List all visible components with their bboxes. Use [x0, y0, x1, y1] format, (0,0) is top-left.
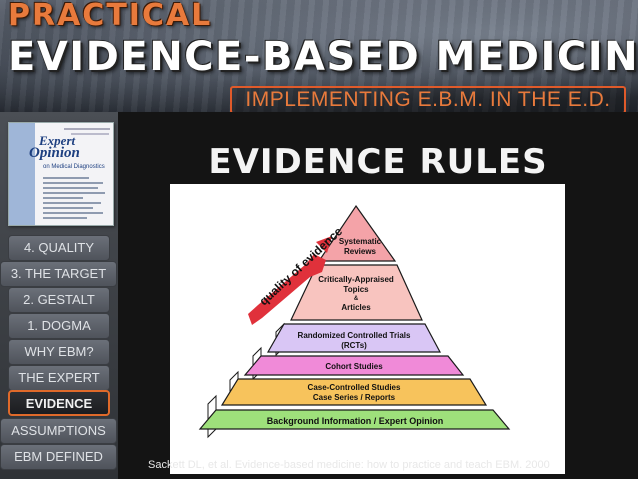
book-cover-image[interactable]: Expert Opinion on Medical Diagnostics	[8, 122, 114, 226]
level-label-ampersand: &	[354, 296, 359, 302]
level-label-rcts-abbr: (RCTs)	[341, 341, 367, 350]
level-label-critically-appraised: Critically-Appraised	[318, 275, 394, 284]
book-cover-band	[9, 123, 35, 226]
citation-text: Sackett DL, et al. Evidence-based medici…	[148, 459, 628, 471]
slide-header: PRACTICAL EVIDENCE-BASED MEDICINE IMPLEM…	[0, 0, 638, 112]
nav-item-the-target[interactable]: 3. THE TARGET	[0, 261, 117, 287]
level-label-reviews: Reviews	[344, 247, 377, 256]
level-label-rcts: Randomized Controlled Trials	[298, 331, 411, 340]
level-label-cohort: Cohort Studies	[325, 362, 383, 371]
level-label-systematic: Systematic	[339, 237, 382, 246]
level-label-case-series: Case Series / Reports	[313, 393, 396, 402]
header-subtitle: IMPLEMENTING E.B.M. IN THE E.D.	[230, 86, 626, 112]
nav-item-assumptions[interactable]: ASSUMPTIONS	[0, 418, 117, 444]
nav-item-quality[interactable]: 4. QUALITY	[8, 235, 110, 261]
nav-item-ebm-defined[interactable]: EBM DEFINED	[0, 444, 117, 470]
evidence-pyramid-diagram: Background Information / Expert Opinion …	[170, 184, 565, 474]
nav-item-dogma[interactable]: 1. DOGMA	[8, 313, 110, 339]
slide-content: EVIDENCE RULES Background Information / …	[118, 112, 638, 479]
header-practical-title: PRACTICAL	[8, 0, 212, 33]
sidebar: Expert Opinion on Medical Diagnostics 4.…	[0, 112, 118, 479]
book-title-line2: Opinion	[29, 146, 80, 161]
level-label-topics: Topics	[343, 285, 369, 294]
slide-title: EVIDENCE RULES	[118, 142, 638, 182]
book-subtitle: on Medical Diagnostics	[43, 164, 105, 170]
level-label-articles: Articles	[341, 303, 371, 312]
level-label-expert-opinion: Background Information / Expert Opinion	[267, 416, 444, 426]
header-main-title: EVIDENCE-BASED MEDICINE	[8, 34, 638, 80]
nav-item-why-ebm[interactable]: WHY EBM?	[8, 339, 110, 365]
nav-item-the-expert[interactable]: THE EXPERT	[8, 365, 110, 391]
evidence-pyramid-panel: Background Information / Expert Opinion …	[170, 184, 565, 474]
level-label-case-control: Case-Controlled Studies	[308, 383, 401, 392]
nav-item-evidence[interactable]: EVIDENCE	[8, 390, 110, 416]
nav-item-gestalt[interactable]: 2. GESTALT	[8, 287, 110, 313]
